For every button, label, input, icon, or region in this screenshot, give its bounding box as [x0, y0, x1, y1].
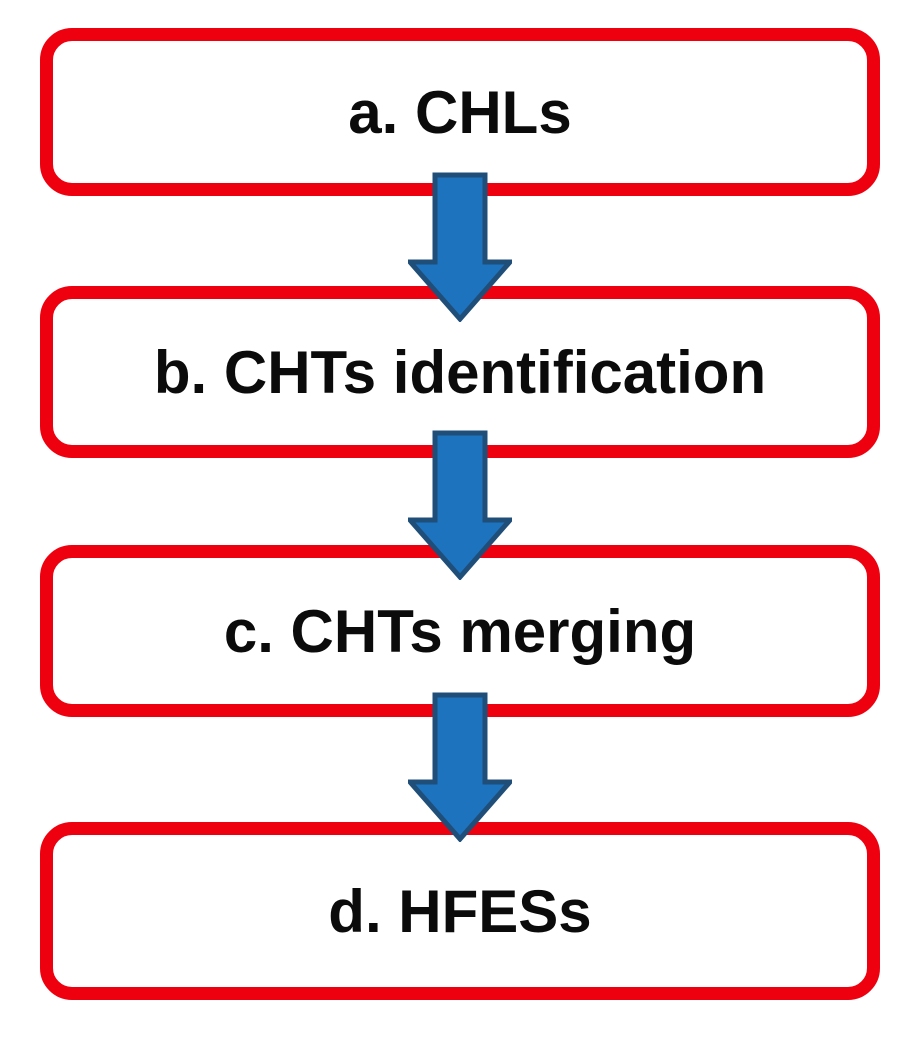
down-arrow-icon	[408, 172, 512, 322]
down-arrow-icon	[408, 430, 512, 580]
step-label-chls: a. CHLs	[348, 78, 572, 146]
step-label-chts-merging: c. CHTs merging	[223, 597, 697, 665]
step-label-hfess: d. HFESs	[328, 877, 592, 945]
step-box-hfess: d. HFESs	[40, 822, 880, 1000]
down-arrow-icon	[408, 692, 512, 842]
step-box-chls: a. CHLs	[40, 28, 880, 196]
step-label-chts-identification: b. CHTs identification	[153, 338, 767, 406]
